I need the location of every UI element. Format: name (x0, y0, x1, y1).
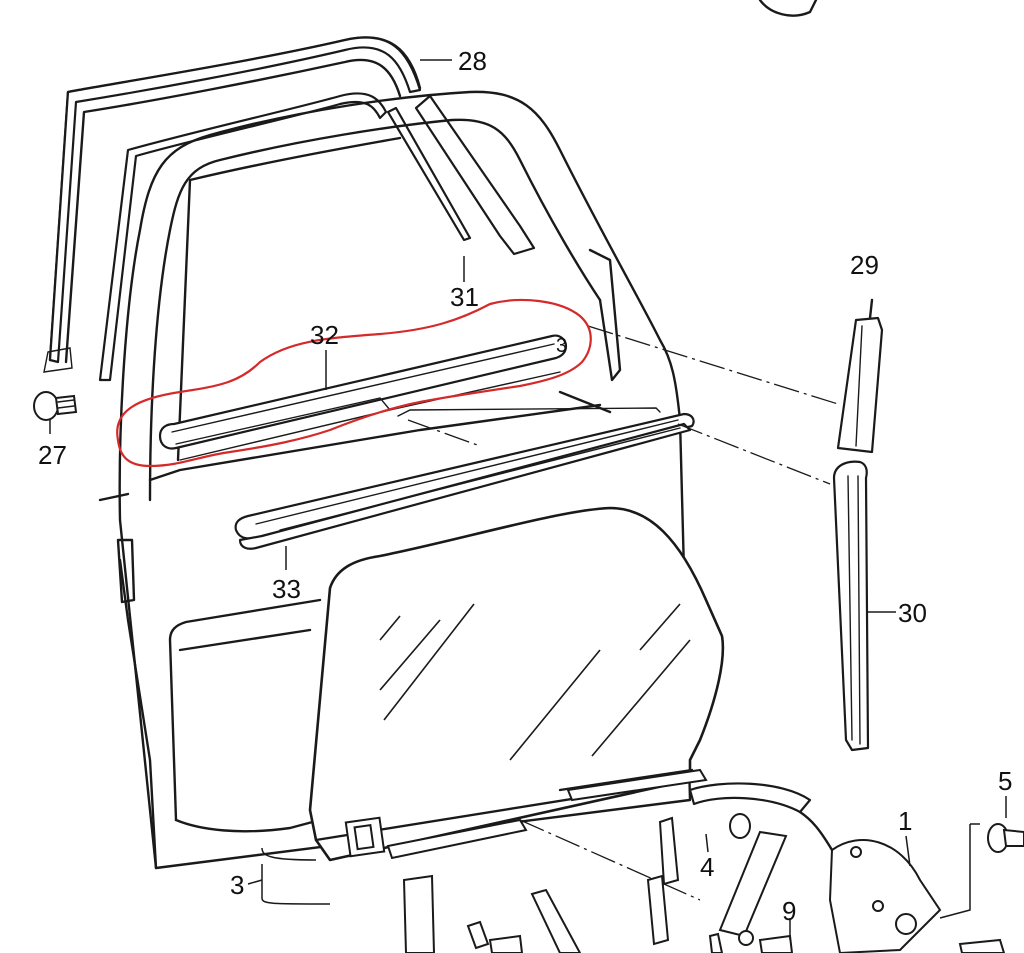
label-33: 33 (272, 574, 301, 604)
label-1: 1 (898, 806, 912, 836)
label-30: 30 (898, 598, 927, 628)
vertical-channel-30 (832, 460, 896, 752)
highlight-outline (116, 298, 592, 468)
window-glass (308, 506, 725, 862)
label-5: 5 (998, 766, 1012, 796)
label-4: 4 (700, 852, 714, 882)
label-9: 9 (782, 896, 796, 926)
label-3: 3 (230, 870, 244, 900)
vertical-channel-29 (836, 298, 884, 454)
door-body (98, 90, 692, 870)
label-32: 32 (310, 320, 339, 350)
alignment-lines (407, 325, 839, 901)
label-31: 31 (450, 282, 479, 312)
label-29: 29 (850, 250, 879, 280)
leader-lines (247, 59, 1007, 940)
top-corner-part (758, 0, 818, 17)
frame-seal-28 (43, 36, 422, 373)
window-regulator (402, 782, 1024, 953)
clip-27 (33, 391, 78, 434)
label-27: 27 (38, 440, 67, 470)
label-32-tag: 3 (556, 335, 567, 357)
upper-channel-31 (98, 92, 536, 382)
outer-belt-moulding-33 (234, 407, 695, 550)
glass-channel (344, 768, 708, 860)
label-28: 28 (458, 46, 487, 76)
inner-belt-moulding-32 (158, 334, 568, 461)
